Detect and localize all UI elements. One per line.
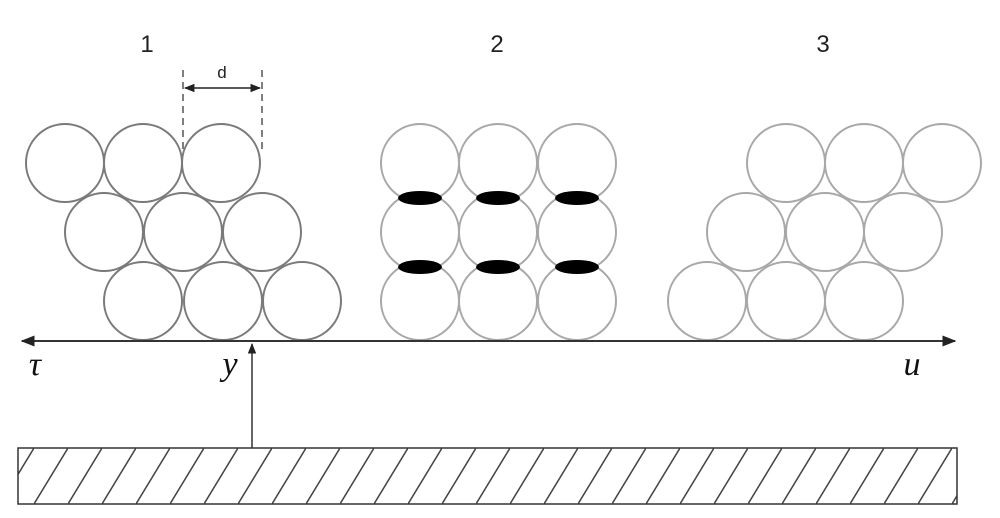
diameter-dimension: d: [182, 63, 263, 150]
particle-group-1: [262, 261, 342, 341]
group-1-label: 1: [140, 31, 153, 58]
u-label: u: [904, 346, 921, 383]
particle-group-2: [380, 123, 460, 203]
particle-group-1: [103, 123, 183, 203]
contact-bond: [555, 191, 599, 205]
particle-group-3: [902, 123, 982, 203]
particle-group-3: [706, 192, 786, 272]
contact-bond: [476, 191, 520, 205]
particle-group-3: [746, 123, 826, 203]
particle-group-1: [143, 192, 223, 272]
group-3-label: 3: [816, 31, 829, 58]
diameter-label: d: [217, 63, 226, 82]
particle-group-3: [746, 261, 826, 341]
particle-group-3: [667, 261, 747, 341]
particle-group-1: [64, 192, 144, 272]
particle-group-3: [824, 123, 904, 203]
particle-group-3: [824, 261, 904, 341]
tau-label: τ: [29, 346, 43, 383]
contact-bond: [555, 260, 599, 274]
particle-group-3: [863, 192, 943, 272]
particle-group-3: [785, 192, 865, 272]
particle-group-2: [537, 123, 617, 203]
hatched-wall: [17, 447, 958, 505]
particles: [25, 123, 982, 341]
particle-group-1: [181, 123, 261, 203]
particle-group-1: [222, 192, 302, 272]
group-2-label: 2: [490, 31, 503, 58]
particle-group-2: [458, 123, 538, 203]
contact-bond: [476, 260, 520, 274]
y-label: y: [219, 346, 238, 383]
contact-bond: [398, 260, 442, 274]
contact-bond: [398, 191, 442, 205]
particle-group-1: [183, 261, 263, 341]
particle-group-1: [103, 261, 183, 341]
particle-group-1: [25, 123, 105, 203]
